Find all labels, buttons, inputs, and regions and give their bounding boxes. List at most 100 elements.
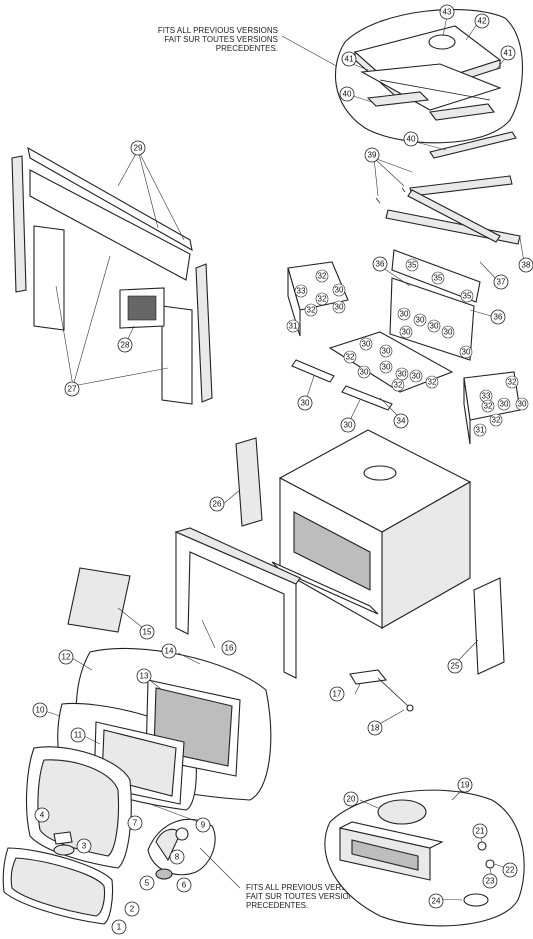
callout-circle [393,413,409,429]
brick-30-left [291,359,335,383]
brick-callout-label: 32 [346,353,355,362]
callout-label: 29 [134,144,143,153]
stove-body [271,429,472,629]
callout-label: 20 [347,795,356,804]
callout-circle [195,817,211,833]
brick-callout-label: 30 [382,363,391,372]
callout-label: 36 [494,313,503,322]
callout-label: 38 [522,261,531,270]
brick-callout-label: 31 [289,322,298,331]
brick-callout-label: 33 [297,287,306,296]
brick-callout-label: 35 [408,261,417,270]
callout-label: 2 [130,905,135,914]
callout-label: 27 [68,385,77,394]
callout-circle [136,668,152,684]
door-assembly [25,647,272,869]
brick-callout-label: 30 [335,286,344,295]
brick-callout-circle [379,344,393,358]
callout-label: 23 [486,877,495,886]
top-note-line-3: PRECEDENTES. [216,44,278,53]
callout-circle [209,496,225,512]
side-panel-right [161,305,193,405]
baffle-board-group [334,8,523,144]
callout-label: 13 [140,672,149,681]
surround-frame [175,531,297,679]
callout-circle [372,256,388,272]
baffle-rail [429,131,517,159]
bottom-note-line-3: PRECEDENTES. [246,901,308,910]
disc-23 [485,859,495,869]
top-note: FITS ALL PREVIOUS VERSIONS FAIT SUR TOUT… [158,26,341,69]
callout-labels: 4342414140403938373636343030292827262524… [32,4,533,935]
callout-label: 12 [62,653,71,662]
callout-circle [341,51,357,67]
baffle-hole [428,34,456,50]
callout-circle [32,702,48,718]
brick-callout-circle [425,375,439,389]
callout-label: 30 [344,421,353,430]
callout-circle [127,815,143,831]
bottom-note-line-1: FITS ALL PREVIOUS VERSIONS. [246,883,368,892]
side-rail-left [11,155,27,293]
callout-circle [34,807,50,823]
callout-label: 10 [36,706,45,715]
callout-circle [447,658,463,674]
brick-callout-circle [343,350,357,364]
thermostat-bulb-18 [406,704,414,712]
top-note-line-1: FITS ALL PREVIOUS VERSIONS [158,26,278,35]
brick-callout-label: 30 [362,340,371,349]
callout-label: 9 [201,821,206,830]
callout-label: 3 [82,842,87,851]
brick-callout-circle [459,345,473,359]
callout-label: 14 [165,647,174,656]
brick-callout-label: 30 [335,303,344,312]
callout-label: 15 [143,628,152,637]
brick-callout-label: 30 [430,322,439,331]
callout-label: 41 [345,55,354,64]
brick-callout-circle [315,292,329,306]
callout-label: 8 [175,853,180,862]
callout-label: 40 [407,135,416,144]
callout-circle [518,257,533,273]
brick-callout-circle [505,375,519,389]
callout-circle [117,337,133,353]
top-trim [27,146,193,252]
callout-label: 42 [478,17,487,26]
brick-callout-circle [286,319,300,333]
callout-circle [500,45,516,61]
callout-label: 1 [117,923,122,932]
brick-callout-circle [357,365,371,379]
callout-circle [439,4,455,20]
callout-label: 22 [506,866,515,875]
blower-motor-20 [377,799,427,825]
brick-30-right [341,385,393,411]
brick-callout-circle [399,325,413,339]
callout-label: 11 [74,731,83,740]
brick-callout-circle [497,397,511,411]
brick-callout-label: 32 [492,416,501,425]
callout-label: 34 [397,417,406,426]
callout-label: 19 [461,781,470,790]
callout-circle [340,417,356,433]
switch-21 [477,841,487,851]
callout-label: 24 [432,897,441,906]
brick-callout-label: 35 [463,292,472,301]
air-tubes [375,175,521,245]
callout-circle [297,395,313,411]
brick-callout-label: 32 [508,378,517,387]
brick-callout-circle [515,397,529,411]
callout-circle [474,13,490,29]
brick-callout-circle [379,360,393,374]
brick-callout-label: 31 [476,426,485,435]
callout-label: 40 [343,90,352,99]
callout-circle [76,838,92,854]
callout-circle [472,823,488,839]
thermostat-17 [349,669,388,685]
brick-callout-label: 33 [482,392,491,401]
callout-circle [139,875,155,891]
side-shield-26 [235,437,263,527]
brick-callout-circle [481,399,495,413]
brick-callout-label: 30 [462,348,471,357]
